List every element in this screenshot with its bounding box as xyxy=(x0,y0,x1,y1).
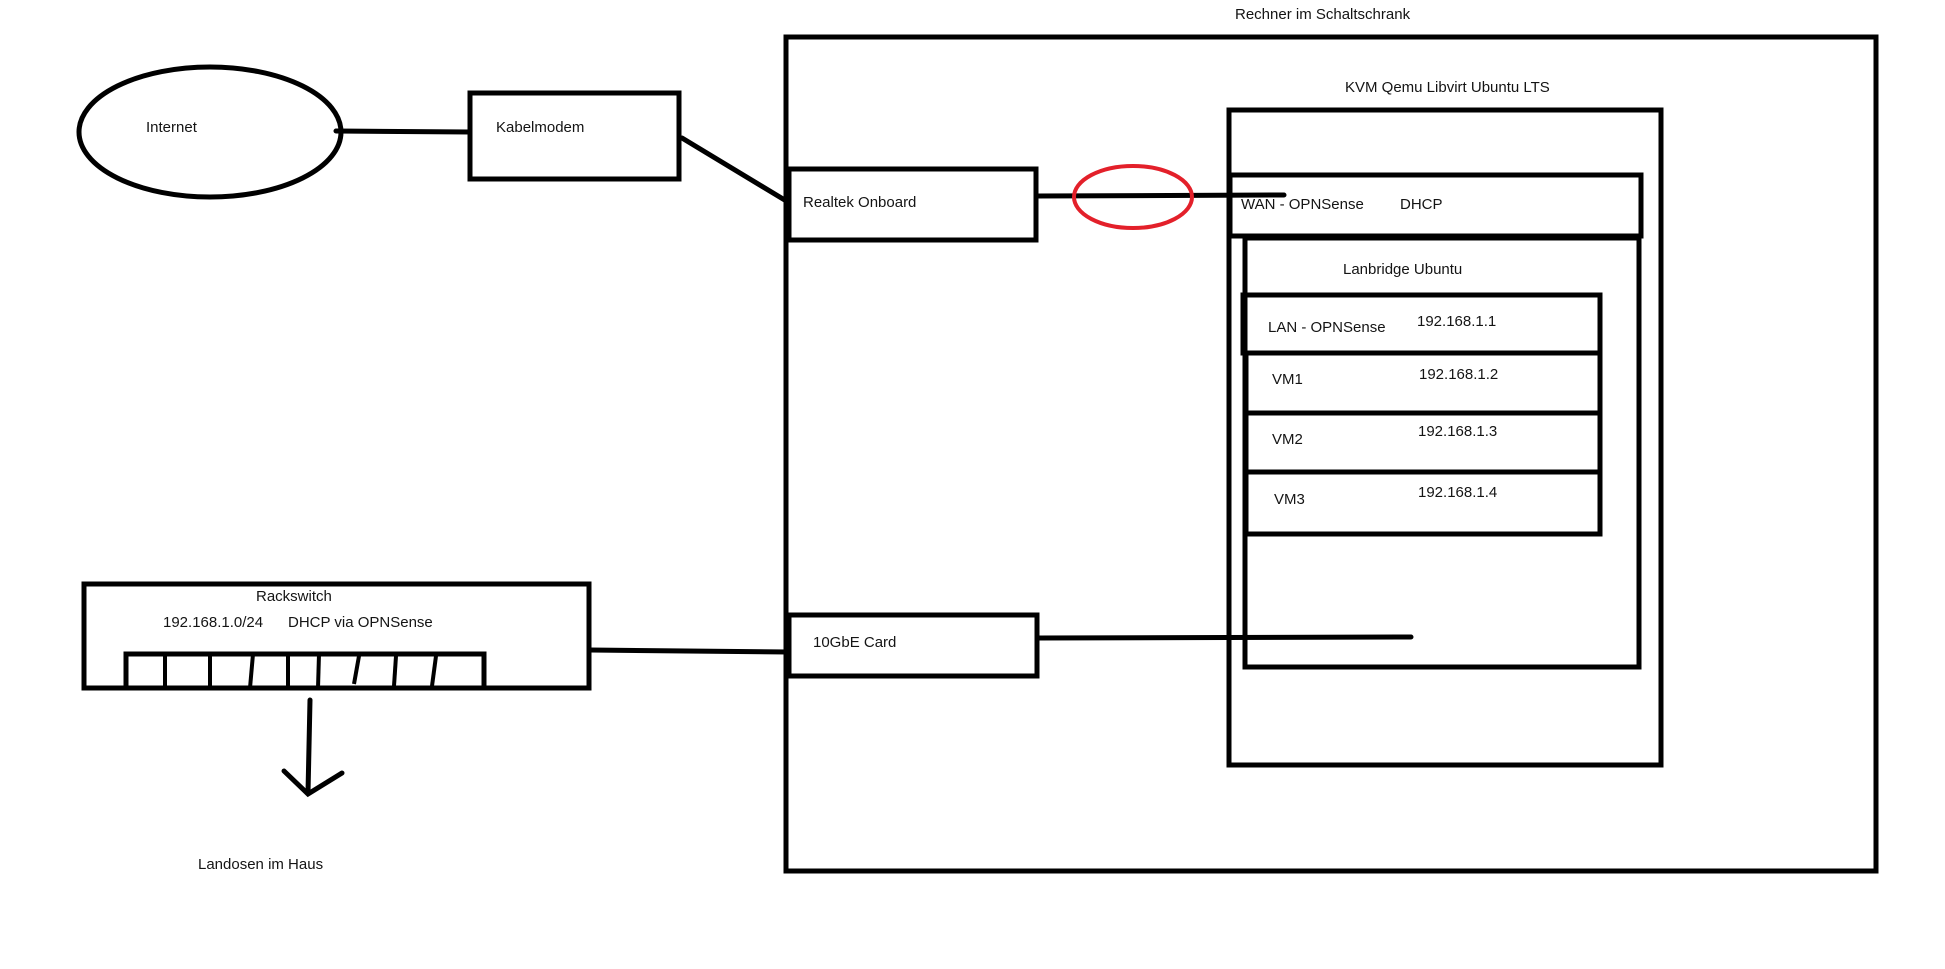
lanbridge-label: Lanbridge Ubuntu xyxy=(1343,261,1463,278)
link-switch-10gbe xyxy=(587,647,791,655)
10gbe-nic-box xyxy=(786,612,1040,679)
realtek-nic-box xyxy=(786,166,1039,243)
kvm-host-label: KVM Qemu Libvirt Ubuntu LTS xyxy=(1345,79,1550,96)
link-realtek-wan xyxy=(1034,192,1287,199)
rackswitch-box xyxy=(81,581,592,691)
switch-ports xyxy=(163,652,438,689)
host-name: VM2 xyxy=(1272,431,1303,448)
10gbe-nic-label: 10GbE Card xyxy=(813,634,897,651)
host-name: VM1 xyxy=(1272,371,1303,388)
link-internet-modem xyxy=(333,128,473,135)
link-10gbe-lanbridge xyxy=(1035,634,1414,641)
wan-label: WAN - OPNSense xyxy=(1241,196,1364,213)
wan-mode-label: DHCP xyxy=(1400,196,1443,213)
internet-cloud xyxy=(76,64,344,200)
internet-label: Internet xyxy=(146,119,197,136)
link-modem-realtek xyxy=(679,135,791,205)
server-title: Rechner im Schaltschrank xyxy=(1235,6,1411,23)
lanbridge-box xyxy=(1242,235,1642,670)
modem-label: Kabelmodem xyxy=(496,119,585,136)
switch-label: Rackswitch xyxy=(256,588,332,605)
host-ip: 192.168.1.4 xyxy=(1418,484,1498,501)
switch-dhcp-note: DHCP via OPNSense xyxy=(288,614,433,631)
switch-subnet: 192.168.1.0/24 xyxy=(163,614,264,631)
host-ip: 192.168.1.2 xyxy=(1419,366,1499,383)
host-ip: 192.168.1.3 xyxy=(1418,423,1498,440)
downstream-label: Landosen im Haus xyxy=(198,856,324,873)
modem-box xyxy=(467,90,682,182)
arrow-down-icon xyxy=(281,697,345,798)
host-name: VM3 xyxy=(1274,491,1305,508)
highlight-circle xyxy=(1072,164,1194,230)
host-ip: 192.168.1.1 xyxy=(1417,313,1497,330)
host-name: LAN - OPNSense xyxy=(1268,319,1386,336)
switch-port-strip xyxy=(123,651,487,691)
server-box xyxy=(783,34,1879,874)
realtek-nic-label: Realtek Onboard xyxy=(803,194,917,211)
vm3-row xyxy=(1243,469,1603,537)
kvm-host-box xyxy=(1226,107,1664,768)
